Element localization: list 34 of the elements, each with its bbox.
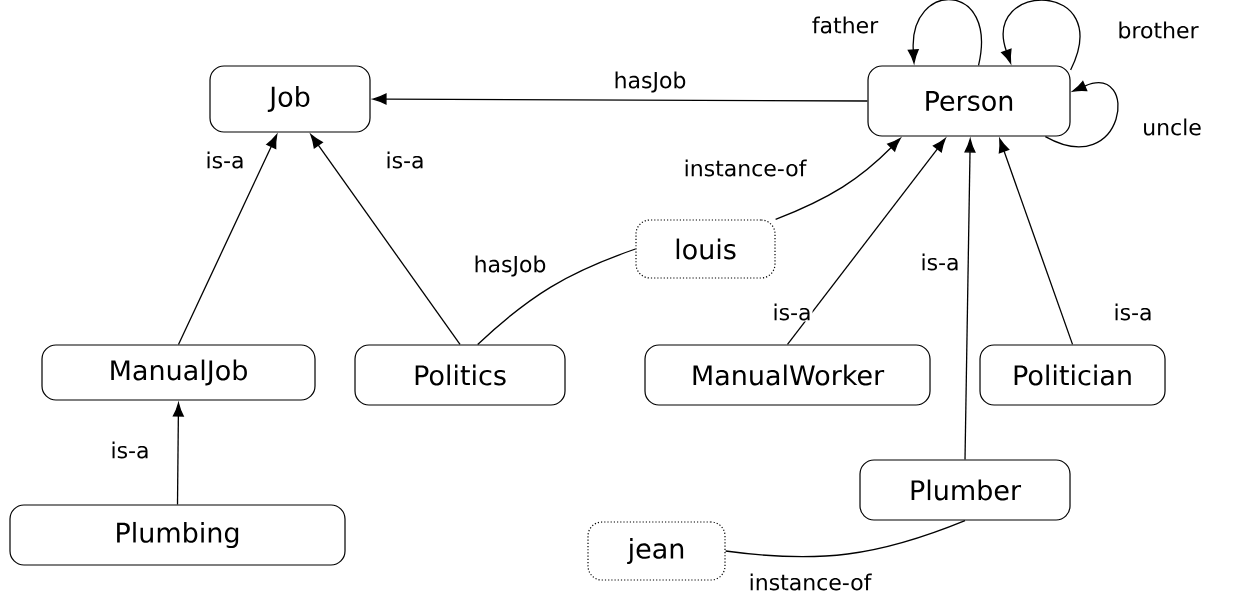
instance-box: louis [635,219,776,279]
class-box: Politics [354,344,566,406]
arrow [907,0,983,67]
arrow [172,402,184,506]
arrow [786,138,946,346]
edge-label: is-a [109,440,151,460]
edge-label: father [810,15,880,35]
edge-label: is-a [771,302,813,322]
edge-label: hasJob [612,70,688,94]
edge-label: is-a [384,150,426,170]
class-box: Plumber [859,459,1071,521]
instance-box: jean [587,521,726,581]
arrow [964,138,976,461]
edge-label: instance-of [682,158,808,178]
arrow [1001,0,1081,71]
edge-label: is-a [919,252,961,272]
arrow [998,138,1074,346]
class-box: Person [867,65,1071,137]
class-box: Job [209,65,371,133]
class-box: Plumbing [9,504,346,566]
class-box: ManualJob [41,344,316,401]
class-box: ManualWorker [644,344,931,406]
arrow [177,134,278,346]
arrow [1044,80,1119,148]
edge-label: is-a [204,150,246,170]
edge-label: instance-of [747,572,873,592]
arrow [310,134,461,346]
arrow [372,93,869,105]
edge-label: is-a [1112,302,1154,322]
class-box: Politician [979,344,1166,406]
edge-label: uncle [1141,117,1203,137]
arrow [774,137,901,221]
edge-label: brother [1116,20,1200,40]
edge-label: hasJob [472,254,548,278]
